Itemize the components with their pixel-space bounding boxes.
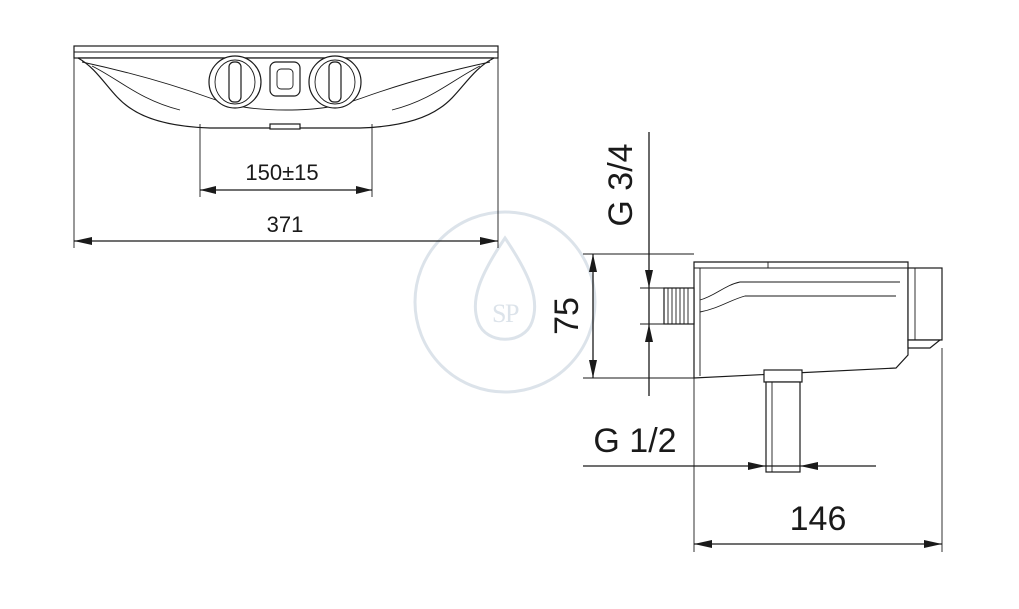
dim-label-height: 75: [548, 297, 586, 335]
svg-text:P: P: [505, 299, 519, 328]
right-control-knob: [308, 55, 362, 109]
threaded-inlet: [663, 287, 695, 325]
center-button: [269, 61, 301, 97]
front-outlet: [269, 123, 301, 130]
side-view: G 3/4 75 G 1/2 146: [548, 132, 943, 552]
watermark-logo: S P: [413, 210, 597, 394]
outlet-tube: [763, 369, 803, 473]
dim-label-outlet-thread: G 1/2: [593, 422, 676, 460]
dim-label-inlet-spacing: 150±15: [245, 160, 318, 185]
dim-label-top-inlet-thread: G 3/4: [602, 143, 640, 226]
dim-label-depth: 146: [790, 500, 847, 538]
side-body: [693, 261, 909, 379]
front-view: 150±15 371: [73, 45, 499, 248]
side-knob-cap: [907, 267, 943, 349]
svg-text:S: S: [492, 299, 506, 328]
left-control-knob: [208, 55, 262, 109]
dim-label-overall-width: 371: [267, 212, 304, 237]
